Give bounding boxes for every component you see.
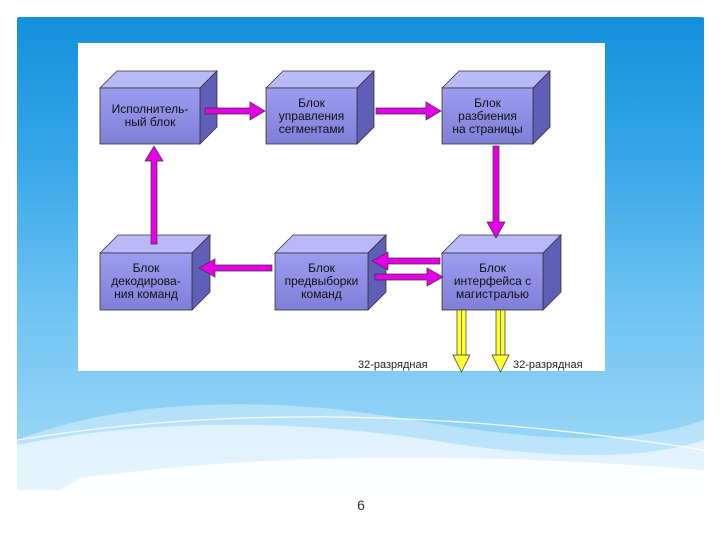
arrow-prefetch-to-decode (198, 258, 273, 278)
block-exec-label: Исполнитель-ный блок (111, 102, 189, 129)
block-prefetch (274, 234, 387, 311)
arrow-segment-to-paging (375, 101, 442, 121)
bus-arrows (452, 309, 510, 373)
block-bus (441, 234, 562, 311)
block-segment (265, 70, 375, 145)
block-paging (441, 70, 551, 145)
arrow-exec-to-segment (204, 101, 266, 121)
page-number: 6 (357, 497, 365, 513)
block-exec (99, 70, 218, 145)
arrow-bus-to-prefetch (371, 251, 441, 271)
arrow-paging-to-bus (486, 145, 506, 239)
arrow-prefetch-to-bus (374, 267, 444, 287)
bus-width-label-right: 32-разрядная (513, 359, 583, 371)
bus-width-label-left: 32-разрядная (358, 359, 428, 371)
arrow-decode-to-exec (144, 145, 164, 245)
block-decode (99, 234, 211, 311)
